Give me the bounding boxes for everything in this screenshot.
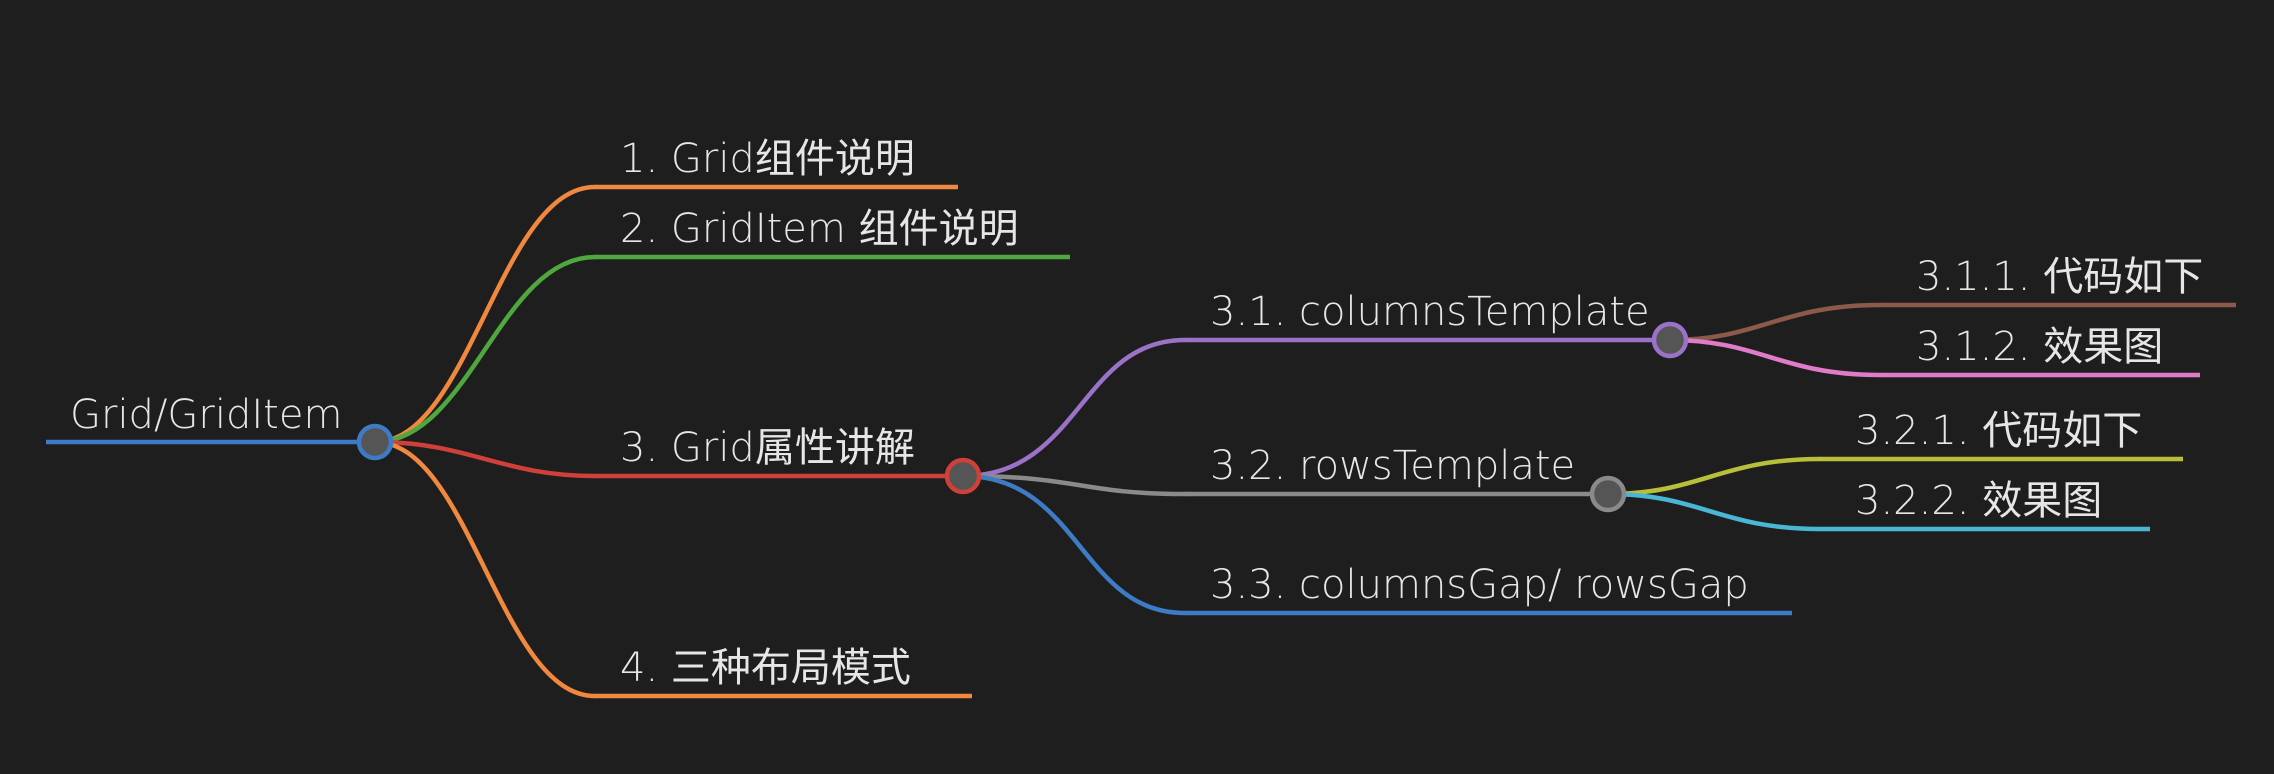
branch-4-label[interactable]: 4. 三种布局模式 — [620, 645, 911, 691]
link-sub-1-to-leaf-312 — [1667, 337, 1883, 378]
link-branch-3-to-sub-2 — [960, 473, 1188, 497]
branch-3-collapse-knob[interactable] — [944, 457, 982, 495]
link-branch-3-to-sub-3 — [960, 473, 1188, 616]
sub-3-label[interactable]: 3.3. columnsGap/ rowsGap — [1210, 562, 1749, 608]
sub-2-collapse-knob[interactable] — [1589, 475, 1627, 513]
leaf-312-label[interactable]: 3.1.2. 效果图 — [1916, 324, 2163, 370]
link-root-to-branch-3 — [372, 439, 598, 479]
branch-2-label[interactable]: 2. GridItem 组件说明 — [620, 206, 1019, 252]
link-sub-1-to-leaf-311 — [1667, 302, 1883, 343]
leaf-322-label[interactable]: 3.2.2. 效果图 — [1855, 478, 2102, 524]
link-root-to-branch-2 — [372, 254, 598, 445]
branch-3-label[interactable]: 3. Grid属性讲解 — [620, 425, 915, 471]
root-collapse-knob[interactable] — [356, 423, 394, 461]
leaf-321-label[interactable]: 3.2.1. 代码如下 — [1855, 408, 2142, 454]
link-sub-2-to-leaf-322 — [1605, 491, 1823, 532]
link-branch-3-to-sub-1 — [960, 337, 1188, 479]
leaf-311-label[interactable]: 3.1.1. 代码如下 — [1916, 254, 2203, 300]
link-root-to-branch-1 — [372, 184, 598, 445]
root-label[interactable]: Grid/GridItem — [70, 392, 342, 438]
link-root-to-branch-4 — [372, 439, 598, 699]
sub-2-label[interactable]: 3.2. rowsTemplate — [1210, 443, 1575, 489]
link-sub-2-to-leaf-321 — [1605, 456, 1823, 497]
sub-1-label[interactable]: 3.1. columnsTemplate — [1210, 289, 1650, 335]
sub-1-collapse-knob[interactable] — [1651, 321, 1689, 359]
branch-1-label[interactable]: 1. Grid组件说明 — [620, 136, 915, 182]
